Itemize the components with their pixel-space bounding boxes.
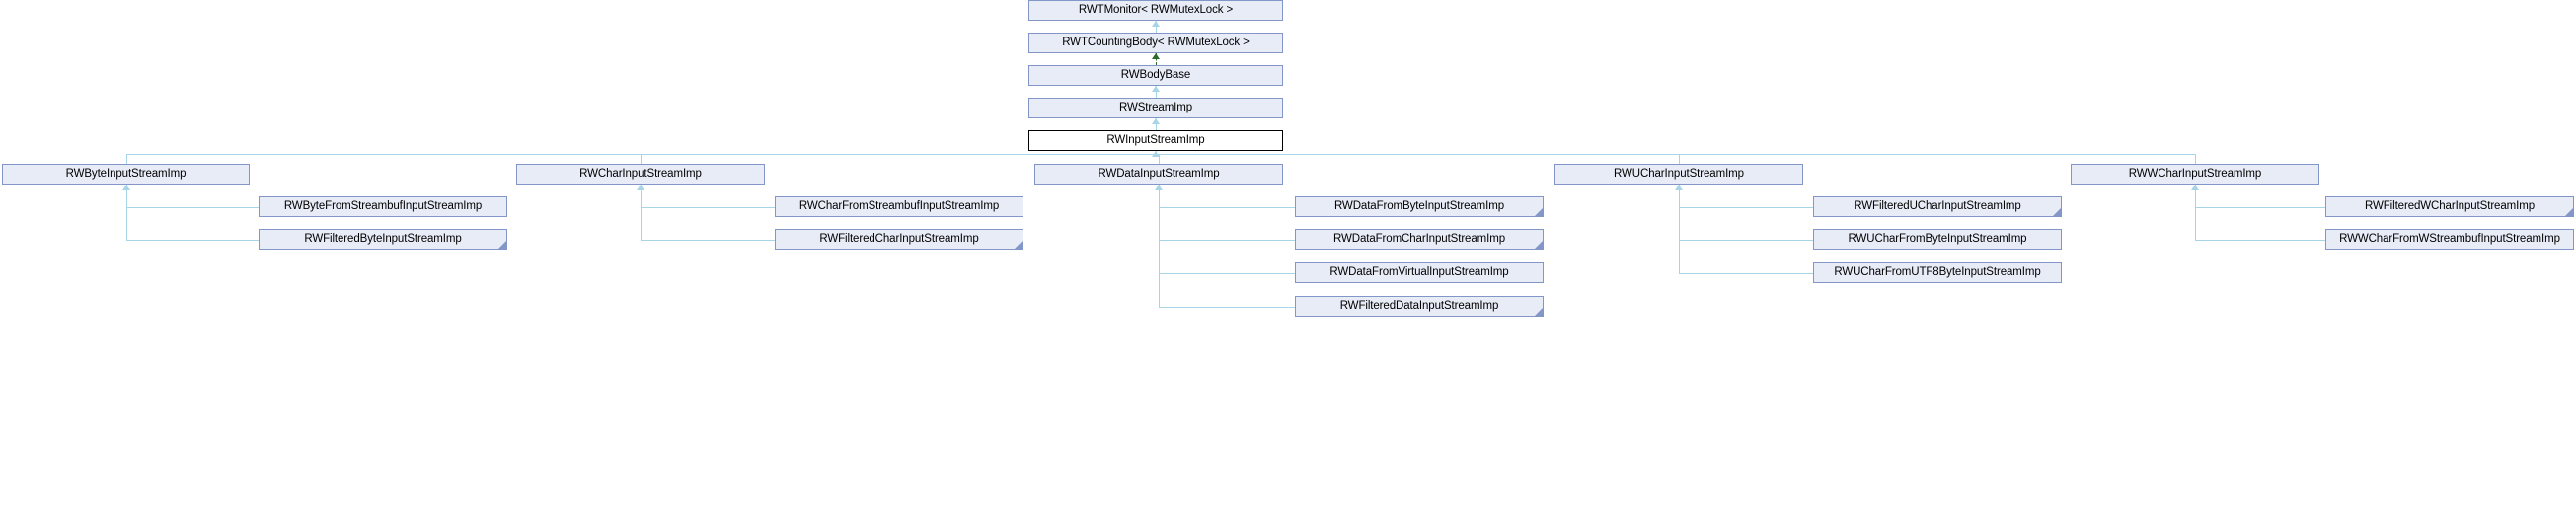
class-node-rwbytefromstreambufinputstreamimp[interactable]: RWByteFromStreambufInputStreamImp — [259, 196, 507, 217]
edge-rail-n12 — [641, 207, 775, 208]
edge-rail-n21 — [2195, 207, 2325, 208]
edge-rail-n18 — [1679, 207, 1813, 208]
class-node-rwdatafromvirtualinputstreamimp[interactable]: RWDataFromVirtualInputStreamImp — [1295, 262, 1544, 283]
edge-rail-n7 — [1159, 185, 1160, 307]
class-node-rwtmonitor-rwmutexlock-[interactable]: RWTMonitor< RWMutexLock > — [1028, 0, 1283, 21]
class-node-rwfiltereddatainputstreamimp[interactable]: RWFilteredDataInputStreamImp — [1295, 296, 1544, 317]
inheritance-arrowhead-icon — [122, 185, 130, 190]
class-node-rwucharfromutf8byteinputstreamimp[interactable]: RWUCharFromUTF8ByteInputStreamImp — [1813, 262, 2062, 283]
class-node-rwdatainputstreamimp[interactable]: RWDataInputStreamImp — [1034, 164, 1283, 185]
class-node-rwbyteinputstreamimp[interactable]: RWByteInputStreamImp — [2, 164, 250, 185]
edge-rail-n19 — [1679, 240, 1813, 241]
class-node-rwdatafrombyteinputstreamimp[interactable]: RWDataFromByteInputStreamImp — [1295, 196, 1544, 217]
class-node-rwstreamimp[interactable]: RWStreamImp — [1028, 98, 1283, 118]
connector-bus-horizontal — [126, 154, 2195, 155]
edge-rail-n17 — [1159, 307, 1295, 308]
edge-rail-n6 — [641, 185, 642, 240]
class-node-rwwcharfromwstreambufinputstreamimp[interactable]: RWWCharFromWStreambufInputStreamImp — [2325, 229, 2574, 250]
class-node-rwfiltereducharinputstreamimp[interactable]: RWFilteredUCharInputStreamImp — [1813, 196, 2062, 217]
edge-bodybase-streamimp — [1156, 86, 1157, 98]
edge-monitor-countingbody — [1156, 21, 1157, 33]
class-node-rwwcharinputstreamimp[interactable]: RWWCharInputStreamImp — [2071, 164, 2319, 185]
edge-bus-n8 — [1679, 154, 1680, 164]
edge-rail-n10 — [126, 207, 259, 208]
inheritance-arrowhead-icon — [1152, 118, 1160, 124]
edge-rail-n20 — [1679, 273, 1813, 274]
class-node-rwbodybase[interactable]: RWBodyBase — [1028, 65, 1283, 86]
edge-rail-n13 — [641, 240, 775, 241]
edge-bus-n6 — [641, 154, 642, 164]
edge-rail-n11 — [126, 240, 259, 241]
class-node-rwfilteredwcharinputstreamimp[interactable]: RWFilteredWCharInputStreamImp — [2325, 196, 2574, 217]
edge-rail-n15 — [1159, 240, 1295, 241]
edge-countingbody-bodybase — [1156, 53, 1157, 65]
class-node-rwtcountingbody-rwmutexlock-[interactable]: RWTCountingBody< RWMutexLock > — [1028, 33, 1283, 53]
inheritance-arrowhead-icon — [1152, 86, 1160, 92]
edge-rail-n5 — [126, 185, 127, 240]
class-node-rwinputstreamimp[interactable]: RWInputStreamImp — [1028, 130, 1283, 151]
edge-bus-n7 — [1159, 154, 1160, 164]
inheritance-arrowhead-icon — [2191, 185, 2199, 190]
class-node-rwfilteredcharinputstreamimp[interactable]: RWFilteredCharInputStreamImp — [775, 229, 1023, 250]
class-node-rwucharfrombyteinputstreamimp[interactable]: RWUCharFromByteInputStreamImp — [1813, 229, 2062, 250]
edge-bus-n5 — [126, 154, 127, 164]
inheritance-arrowhead-icon — [1675, 185, 1683, 190]
inheritance-arrowhead-icon — [1155, 185, 1163, 190]
class-node-rwfilteredbyteinputstreamimp[interactable]: RWFilteredByteInputStreamImp — [259, 229, 507, 250]
edge-bus-n9 — [2195, 154, 2196, 164]
template-instantiation-arrowhead-icon — [1152, 53, 1160, 59]
class-node-rwcharinputstreamimp[interactable]: RWCharInputStreamImp — [516, 164, 765, 185]
class-node-rwcharfromstreambufinputstreamimp[interactable]: RWCharFromStreambufInputStreamImp — [775, 196, 1023, 217]
class-node-rwdatafromcharinputstreamimp[interactable]: RWDataFromCharInputStreamImp — [1295, 229, 1544, 250]
edge-streamimp-inputstreamimp — [1156, 118, 1157, 130]
edge-rail-n16 — [1159, 273, 1295, 274]
edge-rail-n8 — [1679, 185, 1680, 273]
edge-rail-n9 — [2195, 185, 2196, 240]
edge-rail-n14 — [1159, 207, 1295, 208]
inheritance-arrowhead-icon — [637, 185, 644, 190]
edge-rail-n22 — [2195, 240, 2325, 241]
class-node-rwucharinputstreamimp[interactable]: RWUCharInputStreamImp — [1554, 164, 1803, 185]
inheritance-arrowhead-icon — [1152, 21, 1160, 27]
